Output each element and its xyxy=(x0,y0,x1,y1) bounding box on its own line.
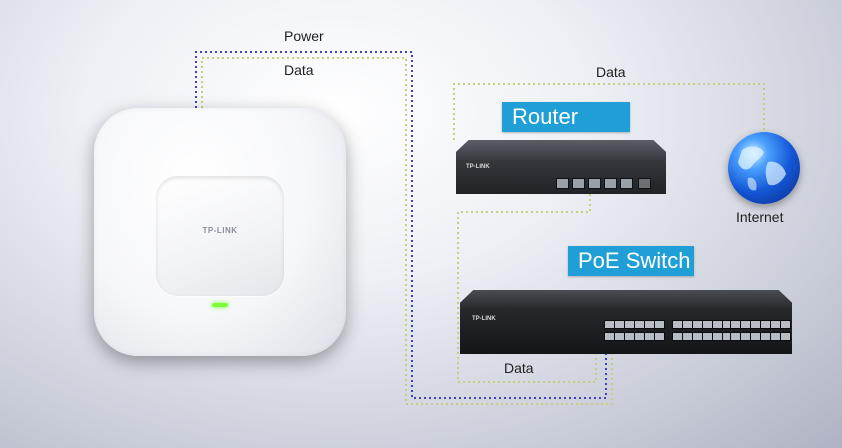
data-line-router-switch xyxy=(457,194,597,383)
data-label-ap: Data xyxy=(284,62,314,78)
router-port xyxy=(620,178,633,189)
globe-icon xyxy=(728,132,800,204)
data-line-router-internet xyxy=(453,83,765,140)
data-label-internet: Data xyxy=(596,64,626,80)
access-point-face: TP-LINK xyxy=(156,176,284,296)
globe-continents xyxy=(738,146,786,191)
access-point: TP-LINK xyxy=(94,108,346,356)
data-label-switch: Data xyxy=(504,360,534,376)
data-line-ap-switch xyxy=(201,57,613,405)
switch-port xyxy=(654,320,665,329)
status-led xyxy=(212,303,228,307)
switch-port xyxy=(654,332,665,341)
power-line xyxy=(195,51,607,399)
router-logo: TP-LINK xyxy=(466,164,490,170)
switch-logo: TP-LINK xyxy=(472,316,496,322)
router-port xyxy=(638,178,651,189)
access-point-logo: TP-LINK xyxy=(202,226,238,235)
router-port xyxy=(588,178,601,189)
router-port xyxy=(572,178,585,189)
switch-port xyxy=(780,332,791,341)
internet-label: Internet xyxy=(736,209,784,225)
router: TP-LINK xyxy=(456,140,666,194)
router-port xyxy=(604,178,617,189)
poe-switch-tag: PoE Switch xyxy=(568,246,694,276)
switch-port xyxy=(780,320,791,329)
power-label: Power xyxy=(284,28,324,44)
router-port xyxy=(556,178,569,189)
poe-switch: TP-LINK xyxy=(460,290,792,354)
router-tag: Router xyxy=(502,102,630,132)
